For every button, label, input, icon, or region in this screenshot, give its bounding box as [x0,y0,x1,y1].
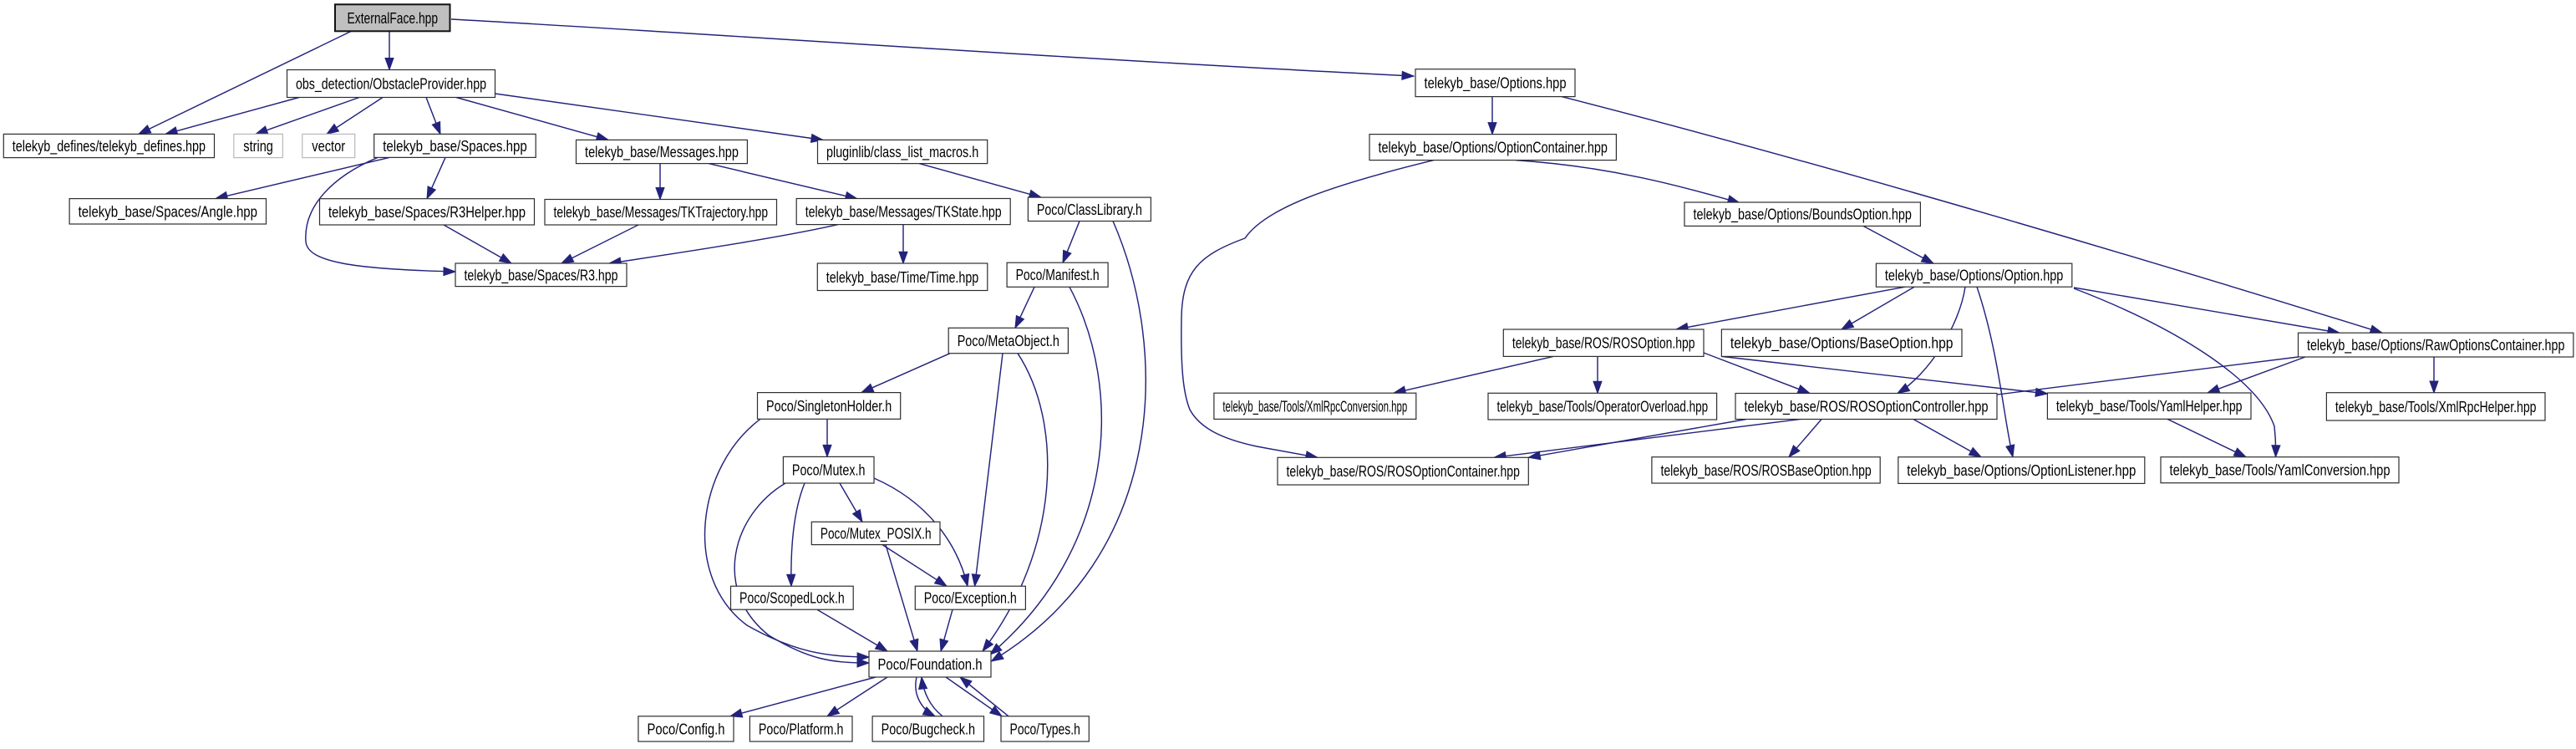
svg-text:telekyb_base/Options/RawOption: telekyb_base/Options/RawOptionsContainer… [2307,336,2564,354]
svg-text:obs_detection/ObstacleProvider: obs_detection/ObstacleProvider.hpp [296,75,486,94]
svg-text:Poco/Manifest.h: Poco/Manifest.h [1016,266,1100,283]
svg-text:Poco/MetaObject.h: Poco/MetaObject.h [958,332,1059,349]
svg-text:pluginlib/class_list_macros.h: pluginlib/class_list_macros.h [826,143,978,161]
svg-text:telekyb_base/Options.hpp: telekyb_base/Options.hpp [1425,74,1567,93]
svg-text:string: string [243,137,273,155]
svg-text:telekyb_base/Spaces/Angle.hpp: telekyb_base/Spaces/Angle.hpp [79,202,257,221]
svg-text:telekyb_base/Time/Time.hpp: telekyb_base/Time/Time.hpp [826,268,979,287]
svg-text:telekyb_base/Tools/YamlHelper.: telekyb_base/Tools/YamlHelper.hpp [2056,397,2243,415]
svg-text:telekyb_base/Options/BaseOptio: telekyb_base/Options/BaseOption.hpp [1730,334,1954,353]
svg-text:Poco/Config.h: Poco/Config.h [647,720,724,737]
svg-text:telekyb_base/ROS/ROSOptionCont: telekyb_base/ROS/ROSOptionContainer.hpp [1287,462,1520,481]
svg-text:telekyb_base/Messages/TKTrajec: telekyb_base/Messages/TKTrajectory.hpp [554,203,769,222]
svg-text:telekyb_base/Messages/TKState.: telekyb_base/Messages/TKState.hpp [805,203,1002,222]
svg-text:telekyb_base/Tools/YamlConvers: telekyb_base/Tools/YamlConversion.hpp [2170,461,2391,480]
svg-text:telekyb_base/Options/OptionCon: telekyb_base/Options/OptionContainer.hpp [1379,139,1608,157]
svg-text:Poco/Mutex.h: Poco/Mutex.h [792,461,866,479]
svg-text:vector: vector [312,137,345,155]
svg-text:Poco/Platform.h: Poco/Platform.h [759,720,844,737]
svg-text:telekyb_base/Spaces/R3.hpp: telekyb_base/Spaces/R3.hpp [465,266,618,284]
svg-text:Poco/ScopedLock.h: Poco/ScopedLock.h [739,589,845,607]
svg-text:telekyb_base/Spaces.hpp: telekyb_base/Spaces.hpp [383,137,527,155]
svg-text:telekyb_base/Tools/OperatorOve: telekyb_base/Tools/OperatorOverload.hpp [1497,398,1709,416]
svg-text:telekyb_base/ROS/ROSOptionCont: telekyb_base/ROS/ROSOptionController.hpp [1745,398,1989,416]
svg-text:telekyb_base/Spaces/R3Helper.h: telekyb_base/Spaces/R3Helper.hpp [328,203,526,222]
svg-text:Poco/Types.h: Poco/Types.h [1010,720,1080,737]
svg-text:telekyb_base/Options/Option.hp: telekyb_base/Options/Option.hpp [1885,267,2063,285]
svg-text:ExternalFace.hpp: ExternalFace.hpp [348,9,439,27]
svg-text:Poco/Foundation.h: Poco/Foundation.h [878,655,983,673]
svg-text:Poco/ClassLibrary.h: Poco/ClassLibrary.h [1037,201,1142,218]
svg-text:telekyb_base/Messages.hpp: telekyb_base/Messages.hpp [585,143,739,161]
svg-text:Poco/Exception.h: Poco/Exception.h [924,589,1017,607]
svg-text:telekyb_defines/telekyb_define: telekyb_defines/telekyb_defines.hpp [13,137,206,155]
svg-text:Poco/Mutex_POSIX.h: Poco/Mutex_POSIX.h [821,525,932,543]
svg-text:telekyb_base/ROS/ROSBaseOption: telekyb_base/ROS/ROSBaseOption.hpp [1660,461,1871,480]
svg-text:telekyb_base/Tools/XmlRpcHelpe: telekyb_base/Tools/XmlRpcHelper.hpp [2335,398,2537,416]
svg-text:telekyb_base/Tools/XmlRpcConve: telekyb_base/Tools/XmlRpcConversion.hpp [1222,397,1407,415]
svg-text:Poco/Bugcheck.h: Poco/Bugcheck.h [882,720,975,737]
svg-text:telekyb_base/Options/OptionLis: telekyb_base/Options/OptionListener.hpp [1907,461,2136,480]
svg-text:telekyb_base/Options/BoundsOpt: telekyb_base/Options/BoundsOption.hpp [1694,206,1912,224]
svg-text:telekyb_base/ROS/ROSOption.hpp: telekyb_base/ROS/ROSOption.hpp [1512,334,1695,353]
svg-text:Poco/SingletonHolder.h: Poco/SingletonHolder.h [766,397,892,415]
